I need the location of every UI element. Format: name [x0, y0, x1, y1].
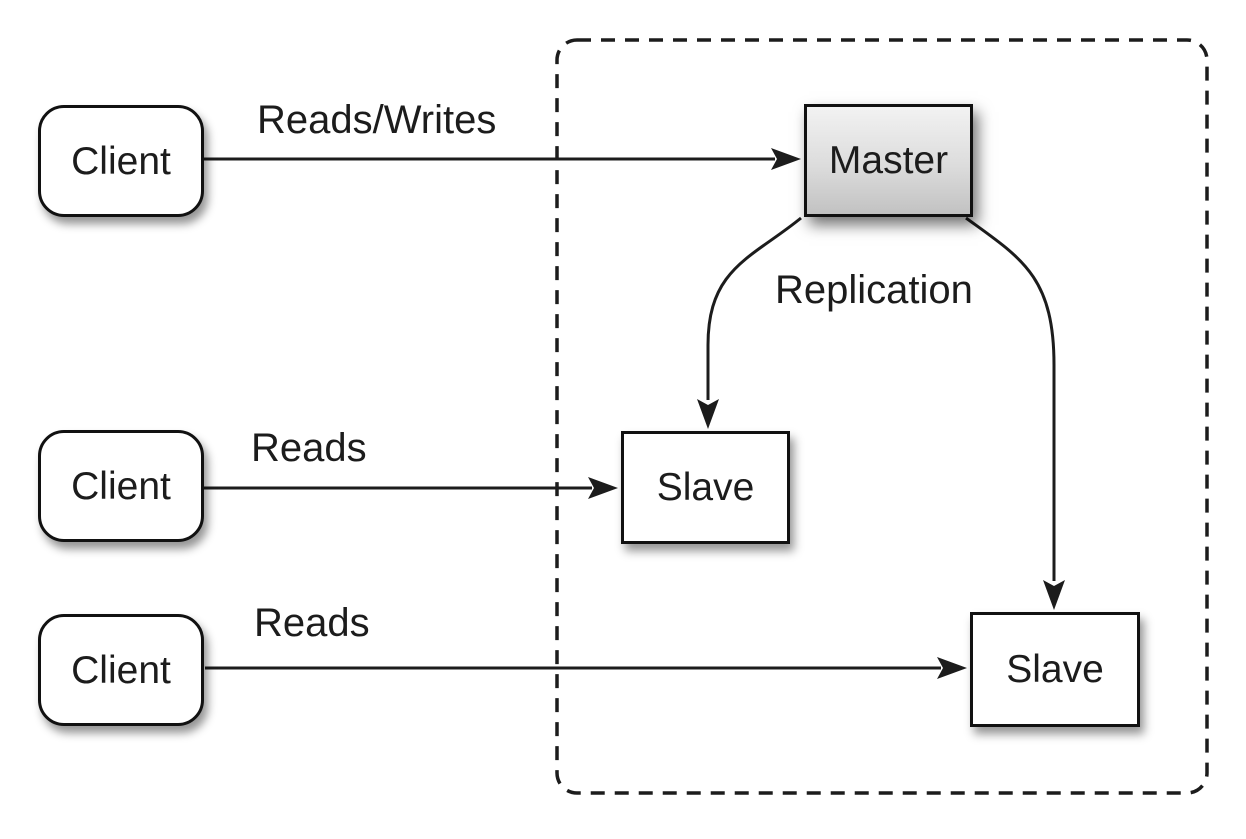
cluster-boundary [555, 38, 1209, 795]
edge-label-replication: Replication [775, 268, 973, 312]
slave-node-1: Slave [621, 431, 790, 544]
client-node-1-label: Client [71, 139, 171, 183]
edge-label-reads-writes: Reads/Writes [257, 98, 497, 142]
slave-node-2: Slave [970, 612, 1140, 727]
arrow-master-to-slave2 [965, 216, 1065, 610]
edge-label-reads-client3: Reads [254, 601, 370, 645]
master-node-label: Master [828, 139, 949, 182]
slave-node-2-label: Slave [1006, 648, 1104, 691]
client-node-3: Client [38, 614, 204, 726]
master-node: Master [804, 104, 973, 217]
client-node-2-label: Client [71, 464, 171, 508]
client-node-2: Client [38, 430, 204, 542]
client-node-1: Client [38, 105, 204, 217]
arrow-client1-to-master [204, 148, 801, 170]
slave-node-1-label: Slave [656, 466, 755, 509]
arrow-client2-to-slave1 [203, 477, 618, 499]
client-node-3-label: Client [71, 648, 171, 692]
edge-label-reads-client2: Reads [251, 426, 367, 470]
arrow-client3-to-slave2 [205, 657, 967, 679]
arrow-master-to-slave1 [697, 216, 802, 429]
